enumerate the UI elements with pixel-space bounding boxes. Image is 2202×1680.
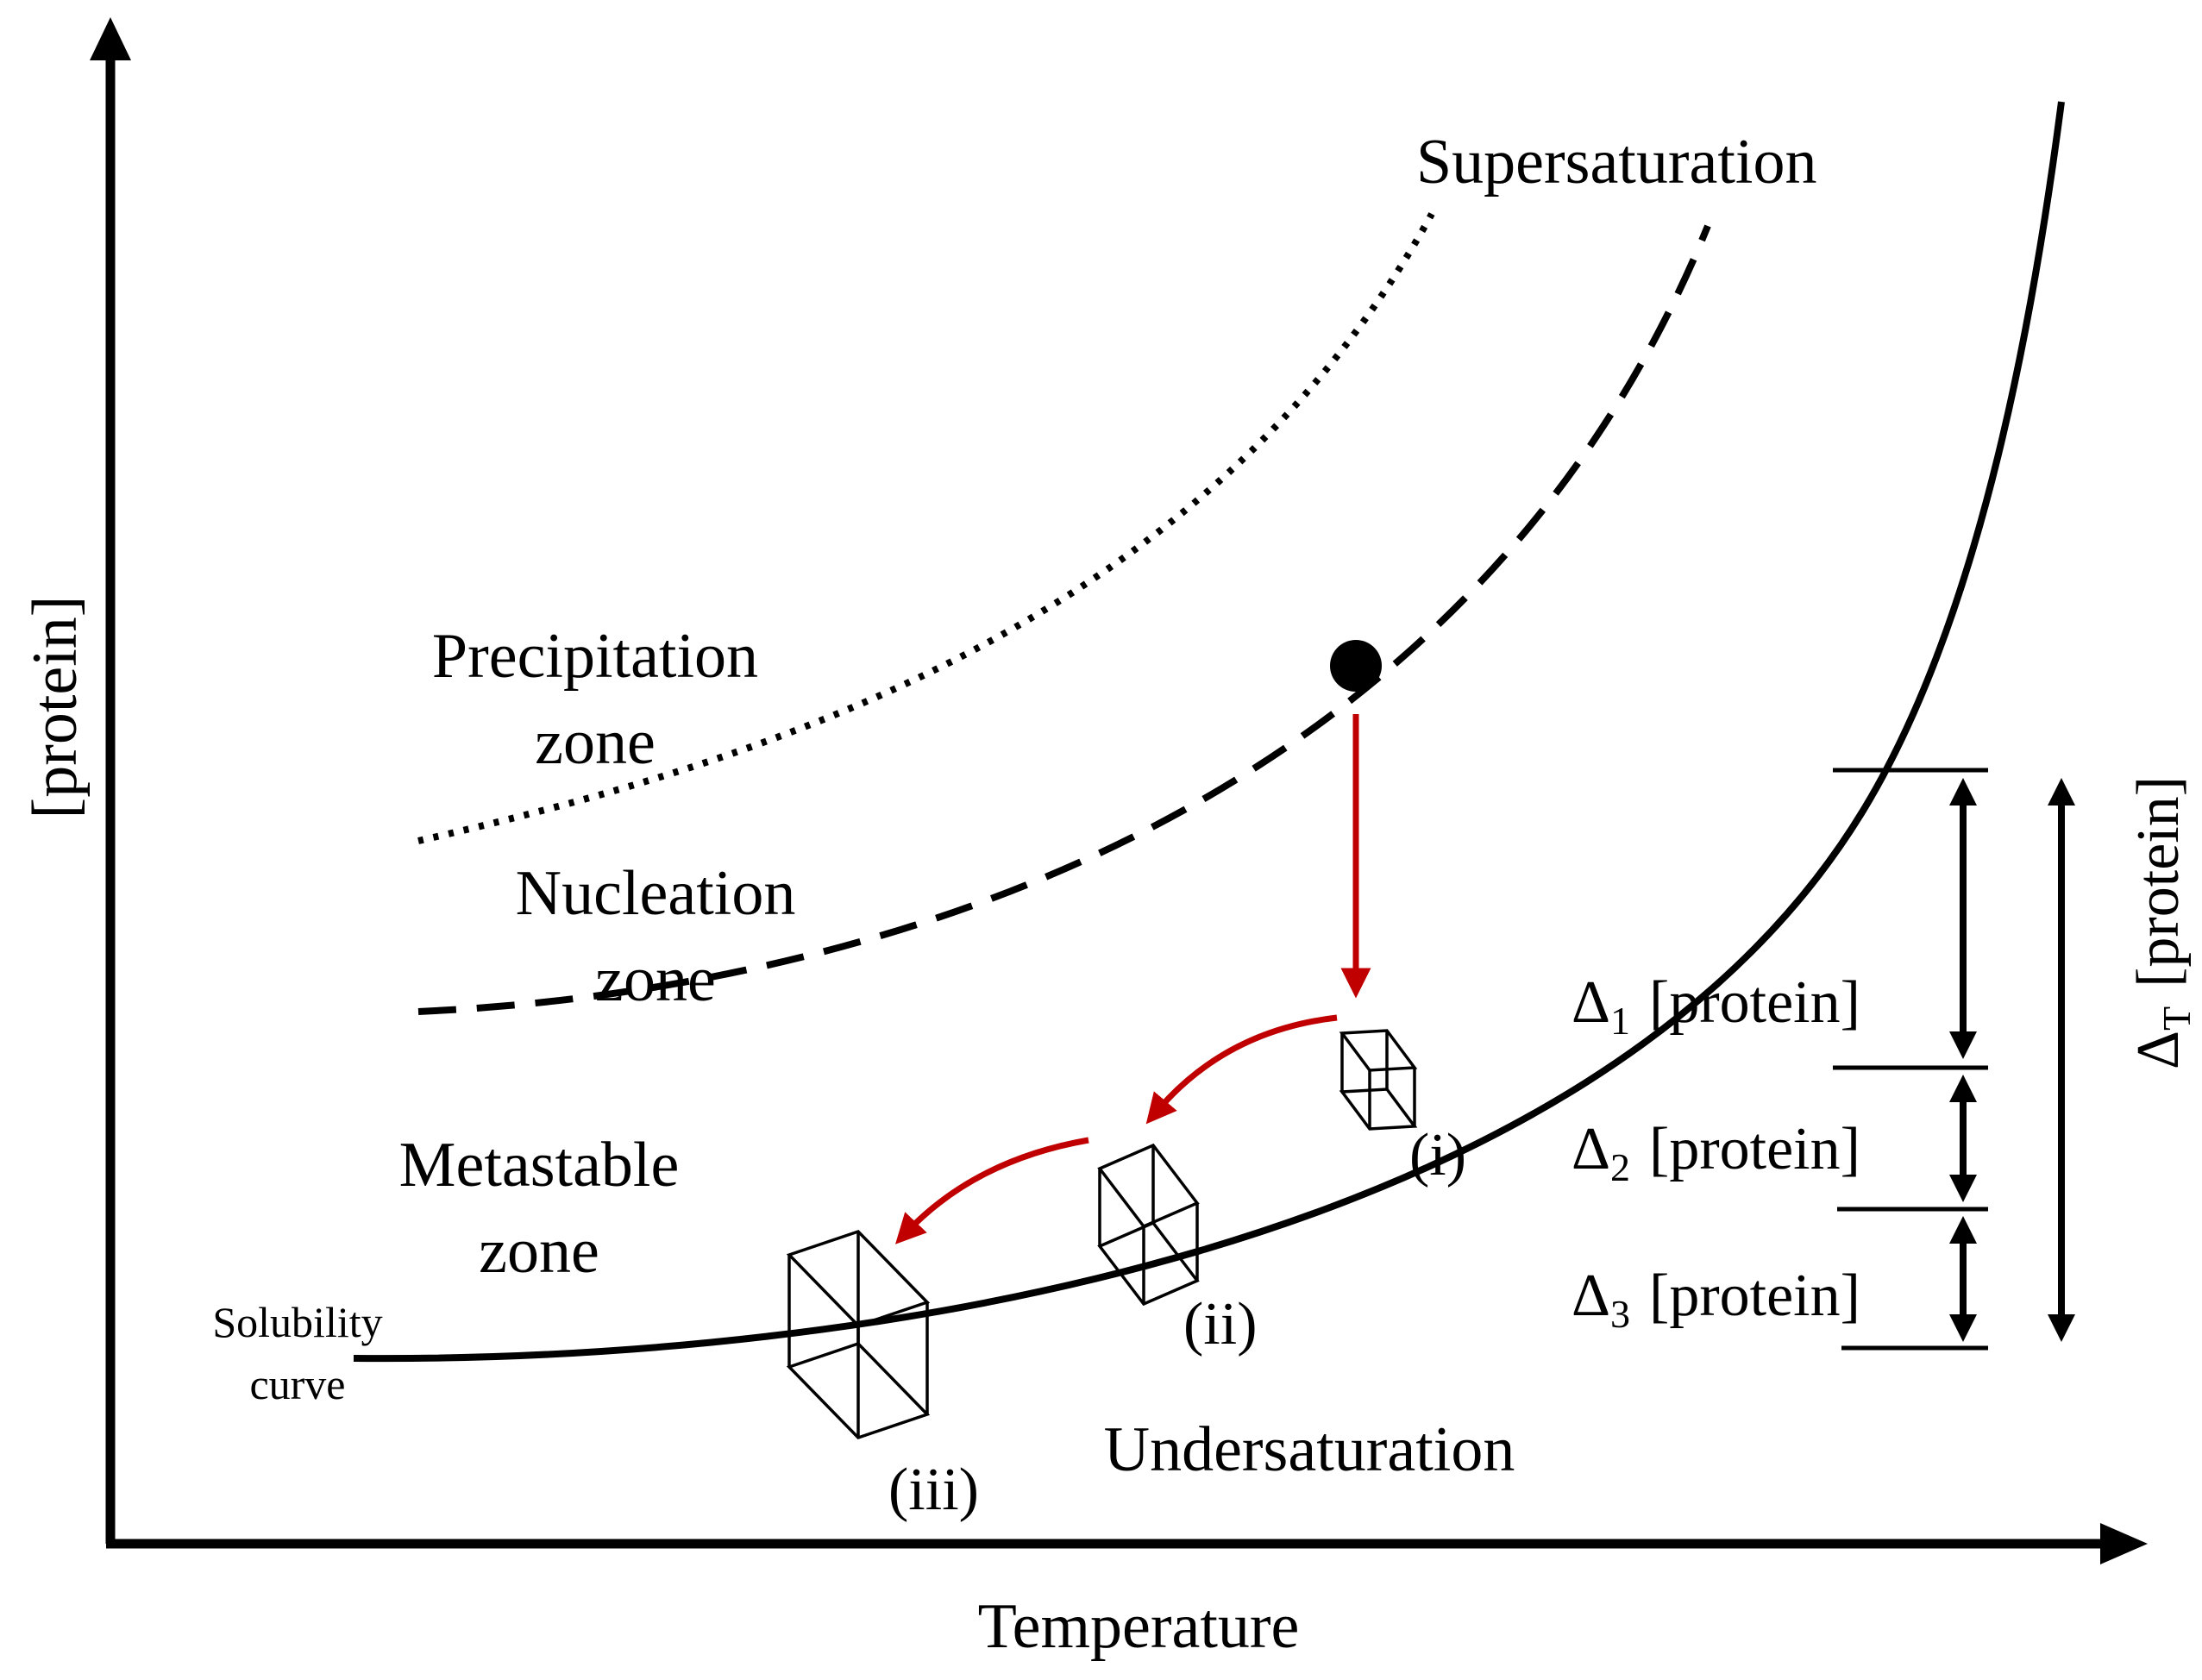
- precipitation-curve: [417, 212, 1435, 844]
- metastable-zone-label-line2: zone: [479, 1216, 599, 1287]
- x-axis-arrowhead: [2100, 1523, 2148, 1564]
- precipitation-zone-label-line2: zone: [535, 707, 656, 778]
- metastable-zone-label-line1: Metastable: [399, 1130, 680, 1200]
- delta-total-label: ΔT[protein]: [2125, 776, 2199, 1069]
- precipitation-zone-label-line1: Precipitation: [432, 621, 758, 692]
- starting-point: [1330, 640, 1382, 692]
- undersaturation-label: Undersaturation: [1104, 1414, 1515, 1485]
- crystal-ii-label: (ii): [1183, 1291, 1258, 1357]
- crystal-i-label: (i): [1409, 1122, 1466, 1188]
- y-axis-arrowhead: [90, 17, 131, 60]
- growth-arrow-i-to-ii: [1145, 1014, 1338, 1125]
- delta-1-label: Δ1[protein]: [1572, 969, 1860, 1043]
- crystal-iii-label: (iii): [888, 1457, 979, 1523]
- growth-arrow-ii-to-iii: [895, 1137, 1089, 1244]
- delta-3-label: Δ3[protein]: [1572, 1263, 1860, 1336]
- nucleation-zone-label-line1: Nucleation: [516, 858, 796, 929]
- solubility-curve-label-line2: curve: [249, 1360, 345, 1408]
- solubility-curve-label-line1: Solubility: [212, 1298, 382, 1346]
- y-axis-label: [protein]: [20, 596, 91, 819]
- crystal-ii: [1097, 1143, 1200, 1307]
- nucleation-curve: [417, 224, 1711, 1015]
- supersaturation-label: Supersaturation: [1416, 127, 1816, 197]
- nucleation-zone-label-line2: zone: [595, 944, 716, 1015]
- delta-2-label: Δ2[protein]: [1572, 1116, 1860, 1189]
- crystal-i: [1339, 1029, 1418, 1131]
- x-axis-label: Temperature: [978, 1591, 1300, 1662]
- crystal-iii: [786, 1229, 931, 1440]
- solubility-curve: [353, 101, 2065, 1363]
